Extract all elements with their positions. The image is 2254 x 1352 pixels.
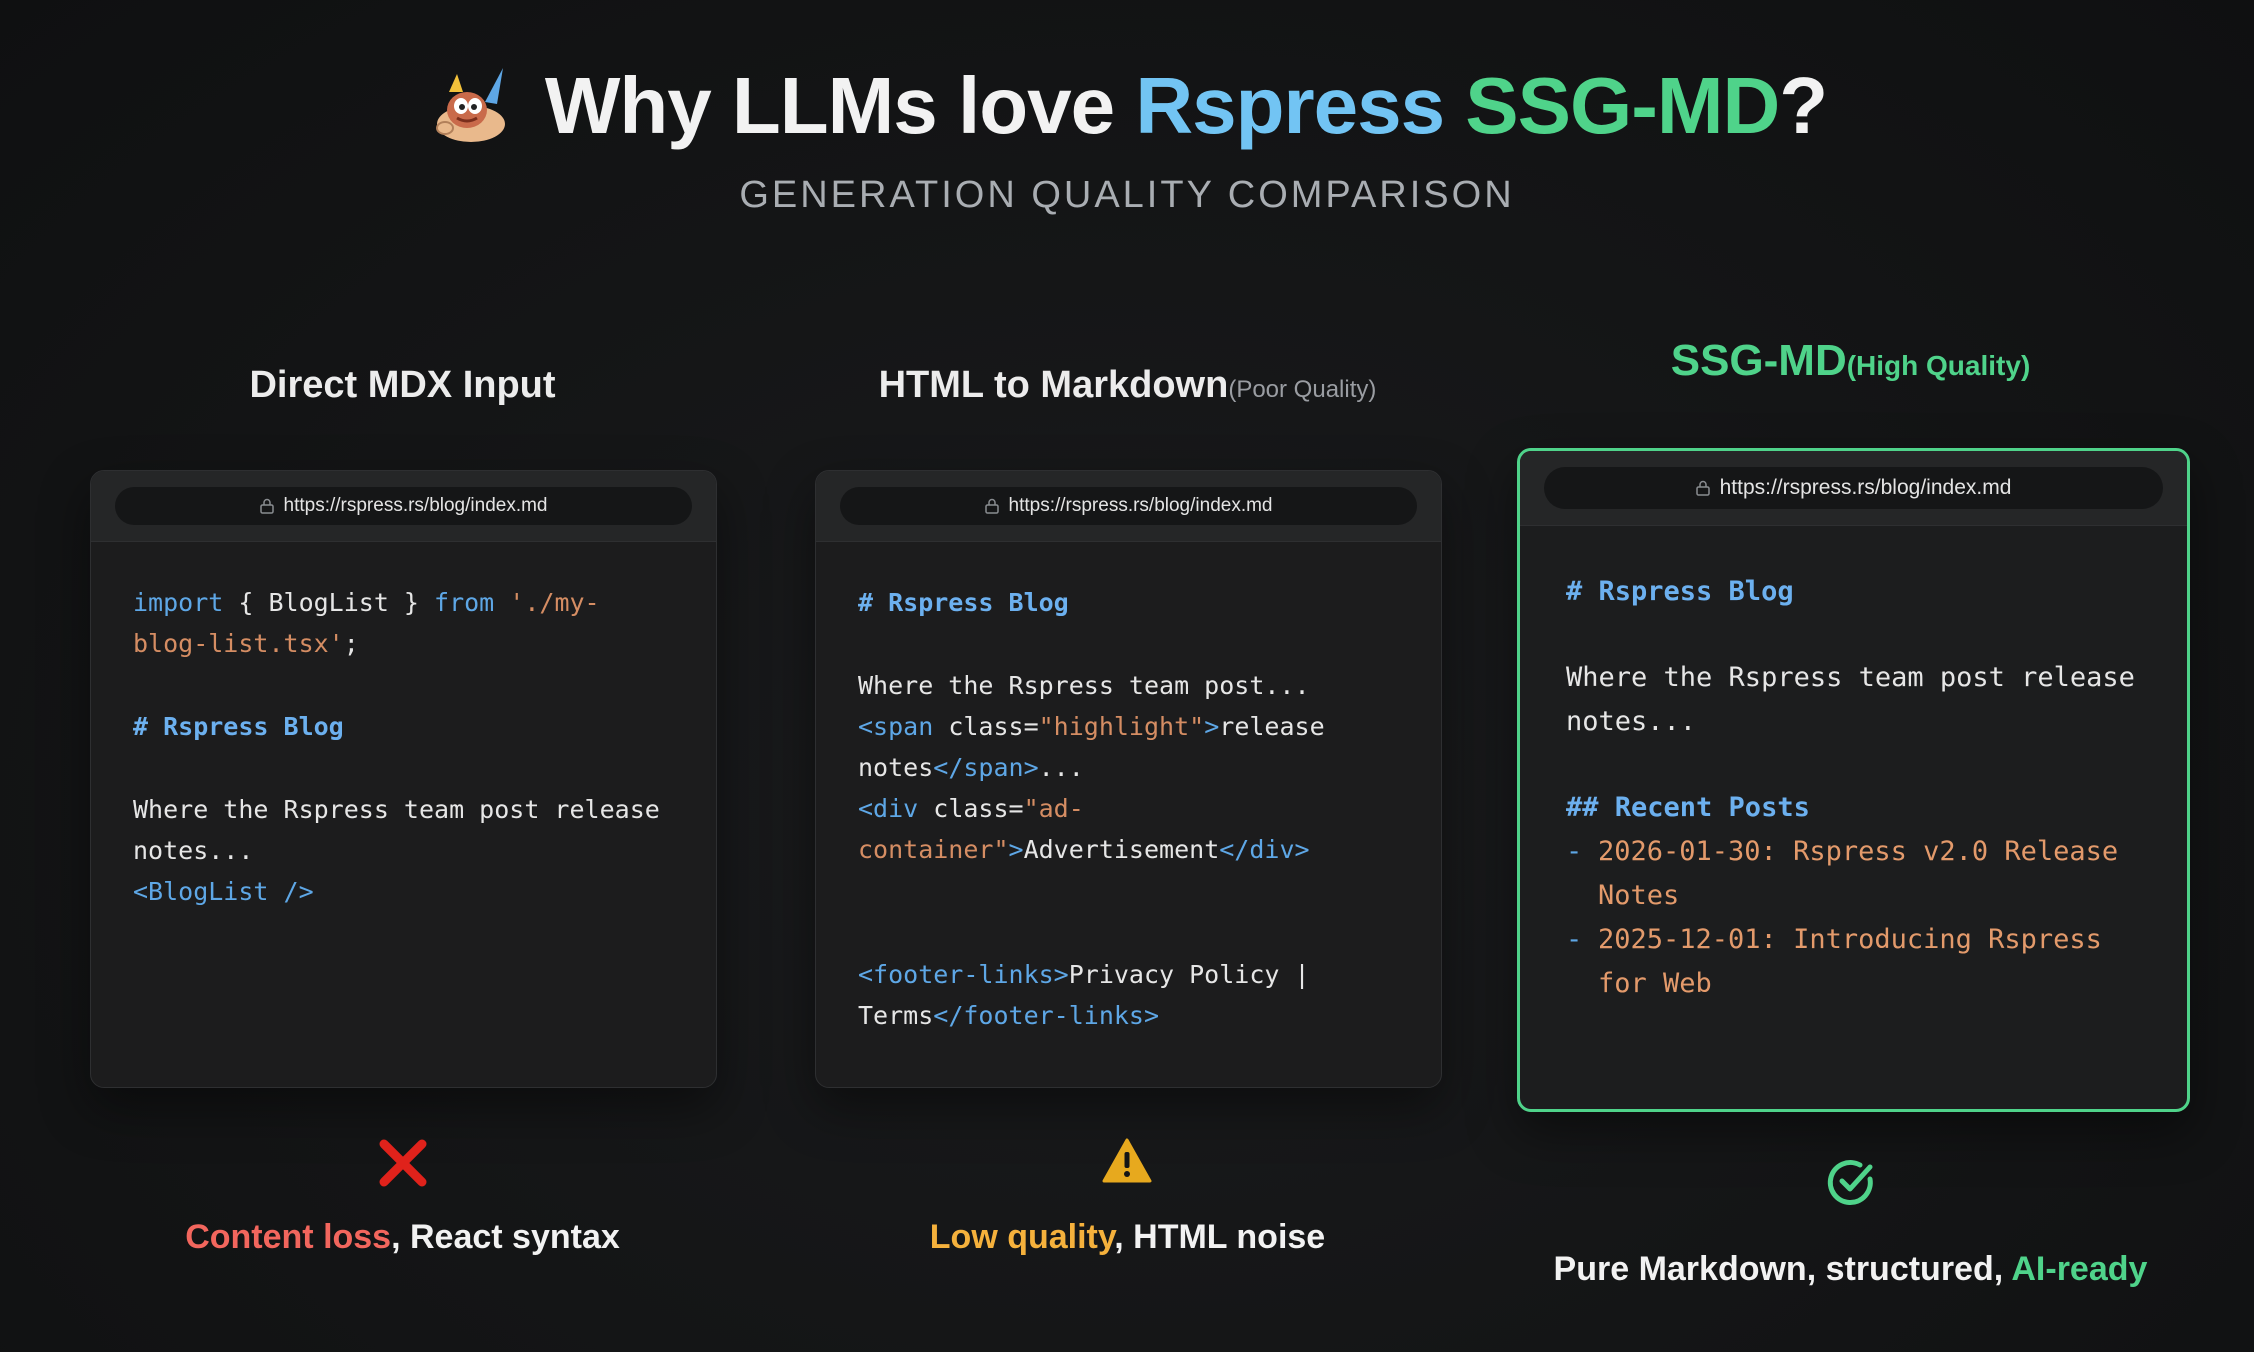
semicolon: ; [343,629,359,658]
card-ssg-md: https://rspress.rs/blog/index.md # Rspre… [1517,448,2190,1112]
address-bar: https://rspress.rs/blog/index.md [91,471,716,542]
title-ssgmd: SSG-MD [1465,61,1780,150]
status-rest: , HTML noise [1114,1218,1326,1256]
ellipsis: ... [1038,753,1084,782]
check-circle-icon [1827,1160,1873,1205]
status-highlight: AI-ready [2011,1250,2148,1288]
div-text: Advertisement [1023,835,1220,864]
tag-div-open: <div [858,794,934,823]
post-text: 2026-01-30: Rspress v2.0 Release Notes [1598,836,2135,911]
import-path: './my-blog-list.tsx' [133,588,600,658]
title-rspress: Rspress [1135,61,1445,150]
column-heading-direct-mdx: Direct MDX Input [90,364,715,407]
title-prefix: Why LLMs love [544,61,1136,150]
cross-icon [379,1139,427,1187]
heading-text: HTML to Markdown [878,364,1229,406]
attr-value: "highlight" [1038,712,1205,741]
tag-footer-open: <footer-links> [858,960,1069,989]
tag-span-open: <span [858,712,949,741]
attr-value: "ad-container" [858,794,1084,864]
post-item: -2026-01-30: Rspress v2.0 Release Notes [1566,830,2141,918]
column-heading-html-to-markdown: HTML to Markdown(Poor Quality) [815,364,1440,407]
title-row: Why LLMs love Rspress SSG-MD? [0,60,2254,152]
code-line-heading: # Rspress Blog [1566,576,1794,607]
attr-class: class= [948,712,1039,741]
url-text: https://rspress.rs/blog/index.md [283,495,548,516]
status-highlight: Low quality [929,1218,1115,1256]
page-subtitle: GENERATION QUALITY COMPARISON [739,174,1515,216]
warning-icon [1102,1138,1152,1183]
import-names: { BlogList } [223,588,435,617]
code-line-intro: Where the Rspress team post... [858,671,1310,700]
span-text: release notes [858,712,1340,782]
post-text: 2025-12-01: Introducing Rspress for Web [1598,924,2119,999]
address-bar: https://rspress.rs/blog/index.md [1520,451,2187,526]
status-highlight: Content loss [185,1218,392,1256]
lock-icon [984,498,999,514]
code-line-paragraph: Where the Rspress team post release note… [133,795,675,865]
code-line-subheading: ## Recent Posts [1566,792,1810,823]
status-ssg-md: Pure Markdown, structured, AI-ready [1517,1250,2184,1289]
footer-text: Privacy Policy | Terms [858,960,1325,1030]
url-field[interactable]: https://rspress.rs/blog/index.md [1544,467,2163,509]
card-direct-mdx: https://rspress.rs/blog/index.md import … [90,470,717,1088]
code-line-component: <BlogList /> [133,877,314,906]
mascot-logo-icon [435,68,505,142]
list-dash: - [1566,836,1583,867]
card-html-to-markdown: https://rspress.rs/blog/index.md # Rspre… [815,470,1442,1088]
code-line-paragraph: Where the Rspress team post release note… [1566,662,2152,737]
tag-bracket: > [1204,712,1220,741]
lock-icon [259,498,274,514]
tag-span-close: </span> [933,753,1039,782]
tag-bracket: > [1008,835,1024,864]
heading-note: (Poor Quality) [1228,376,1377,403]
heading-note: (High Quality) [1846,350,2031,381]
page-title: Why LLMs love Rspress SSG-MD? [544,60,1828,152]
status-prefix: Pure Markdown, structured, [1553,1250,2012,1288]
keyword-from: from [434,588,495,617]
attr-class: class= [933,794,1024,823]
code-line-footer: <footer-links>Privacy Policy | Terms</fo… [858,954,1399,1036]
url-text: https://rspress.rs/blog/index.md [1719,476,2012,499]
code-line-span: <span class="highlight">release notes</s… [858,706,1399,788]
header: Why LLMs love Rspress SSG-MD? GENERATION… [0,60,2254,217]
address-bar: https://rspress.rs/blog/index.md [816,471,1441,542]
keyword-import: import [133,588,224,617]
url-text: https://rspress.rs/blog/index.md [1008,495,1273,516]
column-heading-ssg-md: SSG-MD(High Quality) [1517,336,2184,386]
code-line-div: <div class="ad-container">Advertisement<… [858,788,1399,870]
code-block: import { BlogList } from './my-blog-list… [91,542,716,952]
title-suffix: ? [1779,61,1828,150]
list-dash: - [1566,924,1583,955]
url-field[interactable]: https://rspress.rs/blog/index.md [840,487,1417,525]
status-direct-mdx: Content loss, React syntax [90,1218,715,1257]
url-field[interactable]: https://rspress.rs/blog/index.md [115,487,692,525]
status-rest: , React syntax [391,1218,620,1256]
lock-icon [1695,480,1710,496]
tag-div-close: </div> [1219,835,1310,864]
post-item: -2025-12-01: Introducing Rspress for Web [1566,918,2141,1006]
code-line-import: import { BlogList } from './my-blog-list… [133,582,674,664]
tag-footer-close: </footer-links> [933,1001,1160,1030]
code-line-heading: # Rspress Blog [858,588,1069,617]
code-line-heading: # Rspress Blog [133,712,344,741]
heading-text: Direct MDX Input [249,364,556,406]
status-html-to-markdown: Low quality, HTML noise [815,1218,1440,1257]
heading-text: SSG-MD [1670,336,1847,385]
